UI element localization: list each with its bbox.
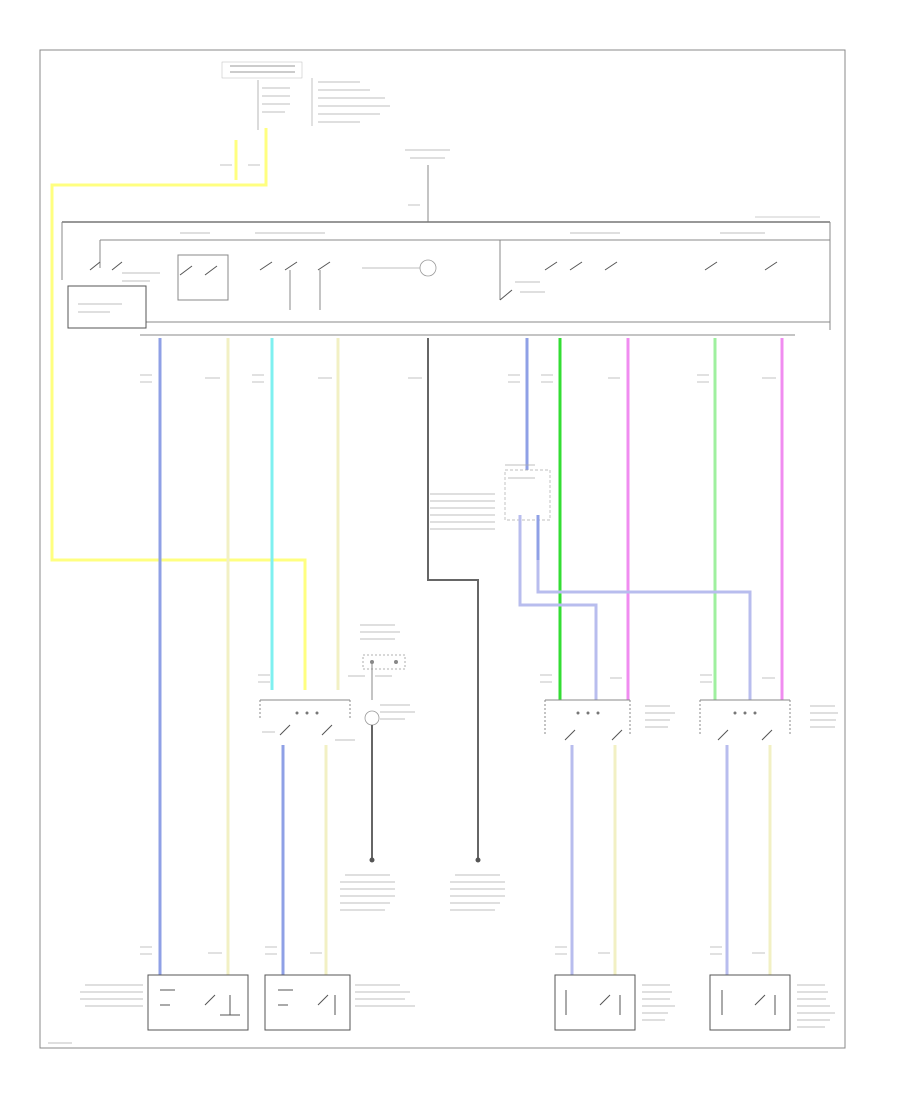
wire-yellow-feed: [50, 128, 307, 690]
diagram-frame: [39, 49, 846, 1049]
passenger-window-motor: [264, 974, 415, 1031]
wire-black-ground-center: [427, 338, 479, 860]
lockout-module: [430, 464, 551, 530]
wire-id-marks: [48, 164, 776, 1044]
fuse-block-source: [221, 61, 390, 130]
ground-top-center: [405, 149, 450, 222]
rear-left-window-switch: [544, 699, 675, 741]
wire-lt-blue-crossover-left: [518, 515, 598, 700]
master-switch-assembly: [67, 232, 830, 336]
driver-window-motor: [80, 974, 249, 1031]
ground-center: [450, 857, 505, 911]
passenger-window-switch: [259, 699, 415, 741]
ground-passenger: [340, 857, 395, 911]
wire-lt-blue-crossover-right: [536, 515, 752, 700]
rear-right-window-motor: [709, 974, 835, 1031]
rear-left-window-motor: [554, 974, 675, 1031]
passenger-fuse: [348, 624, 406, 700]
rear-right-window-switch: [699, 699, 838, 741]
